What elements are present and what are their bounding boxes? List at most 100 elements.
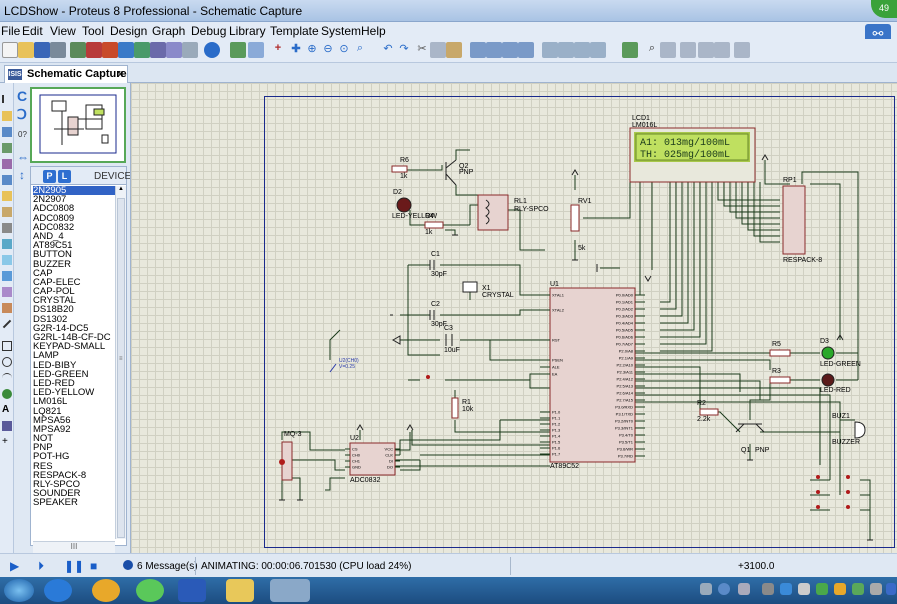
title-bar[interactable]: LCDShow - Proteus 8 Professional - Schem… <box>0 0 897 22</box>
bom-icon[interactable] <box>134 42 150 58</box>
tab-schematic-capture[interactable]: ISIS Schematic Capture x <box>4 65 128 83</box>
device-list-scrollbar[interactable]: ▲ ≡ <box>115 186 126 539</box>
voltage-probe[interactable]: U2(CH0) V=0.25 <box>329 358 359 373</box>
overview-window[interactable] <box>30 87 126 163</box>
home-icon[interactable] <box>70 42 86 58</box>
device-list-item[interactable]: LED-YELLOW <box>33 387 95 399</box>
device-list-item[interactable]: LQ821 <box>33 405 62 417</box>
play-icon[interactable]: ▶ <box>10 559 20 573</box>
bus-mode-icon[interactable] <box>2 175 12 185</box>
arc-mode-icon[interactable] <box>2 373 12 383</box>
user-icon[interactable] <box>834 583 846 595</box>
ie-icon[interactable] <box>44 579 72 602</box>
schematic-canvas[interactable] <box>130 83 897 553</box>
rotate-ccw-icon[interactable]: C <box>17 88 28 104</box>
device-list-item[interactable]: DS18B20 <box>33 304 74 316</box>
device-list-item[interactable]: CRYSTAL <box>33 295 76 307</box>
zoom-out-icon[interactable]: ⊖ <box>323 43 333 55</box>
new-file-icon[interactable] <box>2 42 18 58</box>
menu-library[interactable]: Library <box>229 24 266 38</box>
scroll-up-icon[interactable]: ▲ <box>118 186 124 192</box>
design-rules-icon[interactable] <box>734 42 750 58</box>
usb-icon[interactable] <box>762 583 774 595</box>
menu-design[interactable]: Design <box>110 24 148 38</box>
led-red-d4[interactable] <box>821 373 835 387</box>
menu-file[interactable]: File <box>1 24 21 38</box>
device-list-item[interactable]: ADC0809 <box>33 212 75 224</box>
device-list-item[interactable]: G2RL-14B-CF-DC <box>33 332 111 343</box>
generator-mode-icon[interactable] <box>2 271 12 281</box>
pause-icon[interactable]: ❚❚ <box>64 559 85 573</box>
device-list-item[interactable]: ADC0832 <box>33 221 75 233</box>
circle-mode-icon[interactable] <box>2 357 12 367</box>
relay[interactable]: RL1 RLY-SPCO <box>477 194 549 231</box>
keyboard-icon[interactable] <box>700 583 712 595</box>
lcd-module[interactable]: A1: 013mg/100mL TH: 025mg/100mL LCD1 LM0… <box>629 115 756 183</box>
menu-help[interactable]: Help <box>361 24 386 38</box>
menu-graph[interactable]: Graph <box>152 24 186 38</box>
bluetooth-icon[interactable] <box>886 583 896 595</box>
open-folder-icon[interactable] <box>18 42 34 58</box>
start-button-icon[interactable] <box>4 579 34 602</box>
device-list-item[interactable]: LM016L <box>33 396 68 408</box>
device-list-item[interactable]: ADC0808 <box>33 203 75 215</box>
device-list-item[interactable]: AT89C51 <box>33 240 73 252</box>
menu-tool[interactable]: Tool <box>82 24 105 38</box>
crystal[interactable]: X1 CRYSTAL <box>462 281 514 299</box>
device-list-item[interactable]: BUTTON <box>33 249 72 261</box>
zoom-area-icon[interactable]: ⌕ <box>356 42 364 54</box>
mq3-sensor[interactable]: MQ-3 <box>279 431 302 481</box>
property-tool-icon[interactable] <box>660 42 676 58</box>
proteus-task-icon[interactable] <box>270 579 310 602</box>
graph-mode-icon[interactable] <box>2 239 12 249</box>
cut-icon[interactable]: ✂ <box>417 43 427 55</box>
device-list-item[interactable]: 2N2907 <box>33 194 67 206</box>
rotate-cw-icon[interactable]: Ↄ <box>17 106 27 122</box>
component-mode-icon[interactable] <box>2 111 12 121</box>
redo-toolbar-icon[interactable]: ↷ <box>399 43 409 55</box>
device-list-item[interactable]: MPSA56 <box>33 414 71 426</box>
mirror-horizontal-icon[interactable]: ⇔ <box>17 150 29 164</box>
text-script-mode-icon[interactable] <box>2 159 12 169</box>
device-list-item[interactable]: CAP-POL <box>33 286 75 298</box>
remove-sheet-icon[interactable] <box>698 42 714 58</box>
step-icon[interactable]: ⏵ <box>38 559 45 573</box>
help-tray-icon[interactable] <box>718 583 730 595</box>
text-mode-icon[interactable]: A <box>2 404 10 415</box>
refresh-icon[interactable] <box>230 42 246 58</box>
origin-icon[interactable]: + <box>274 42 282 54</box>
import-icon[interactable] <box>50 42 66 58</box>
marker-mode-icon[interactable]: + <box>2 436 8 447</box>
back-icon[interactable] <box>118 42 134 58</box>
pick-devices-button[interactable]: P <box>43 170 56 183</box>
buzzer[interactable]: BUZ1 BUZZER <box>832 413 866 446</box>
window-badge-icon[interactable]: 49 <box>871 0 897 18</box>
device-list-item[interactable]: RLY-SPCO <box>33 479 80 490</box>
messenger-icon[interactable] <box>870 583 882 595</box>
device-list-item[interactable]: CAP <box>33 267 53 279</box>
network-icon[interactable] <box>780 583 792 595</box>
netlist-icon[interactable] <box>714 42 730 58</box>
zoom-in-icon[interactable]: ⊕ <box>307 43 317 55</box>
device-list-item[interactable]: KEYPAD-SMALL <box>33 341 106 353</box>
device-list-item[interactable]: LAMP <box>33 350 59 362</box>
copy-icon[interactable] <box>430 42 446 58</box>
pan-icon[interactable]: ✚ <box>291 43 301 55</box>
help-icon[interactable] <box>204 42 220 58</box>
respack[interactable]: RP1 RESPACK-8 <box>782 177 822 264</box>
save-icon[interactable] <box>34 42 50 58</box>
push-buttons[interactable] <box>426 375 850 509</box>
device-list-item[interactable]: DS1302 <box>33 313 68 325</box>
source-code-icon[interactable] <box>166 42 182 58</box>
block-rotate-icon[interactable] <box>502 42 518 58</box>
rotation-angle-field[interactable]: 0? <box>18 130 27 139</box>
volume-icon[interactable] <box>798 583 810 595</box>
make-device-icon[interactable] <box>558 42 574 58</box>
pin-mode-icon[interactable] <box>2 223 12 233</box>
menu-edit[interactable]: Edit <box>22 24 43 38</box>
stop-icon[interactable]: ■ <box>90 559 98 573</box>
device-list-item[interactable]: LED-BIBY <box>33 359 77 371</box>
device-list-item[interactable]: POT-HG <box>33 451 70 463</box>
device-list-item[interactable]: SPEAKER <box>33 497 78 509</box>
